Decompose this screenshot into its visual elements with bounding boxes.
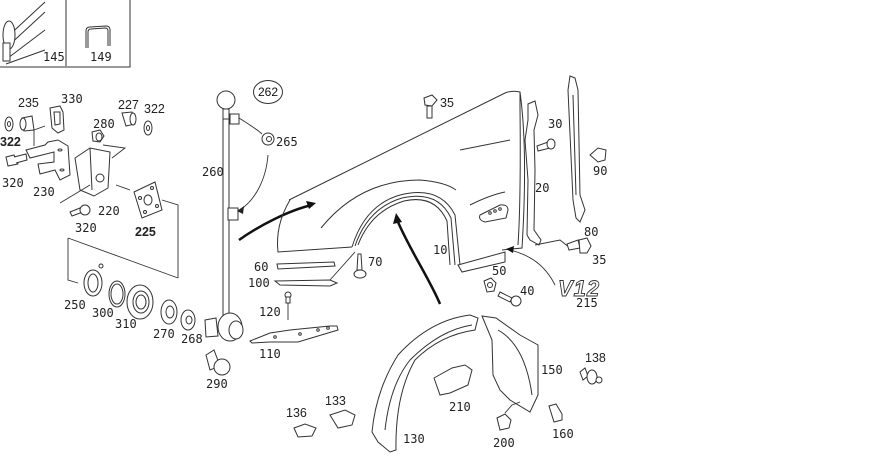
label-35-side: 35 [592,253,607,267]
part-40-bolt[interactable] [497,291,522,307]
part-30-bolt[interactable] [536,138,556,152]
label-260: 260 [202,165,224,179]
part-227-bushing[interactable] [121,111,137,127]
part-310-grommet[interactable] [126,284,154,320]
part-280-nut[interactable] [91,129,105,143]
part-150-wheel-arch-liner-rear[interactable] [481,315,539,413]
label-10: 10 [433,243,448,257]
label-60: 60 [254,260,269,274]
part-320-bolt-lower[interactable] [69,204,91,217]
part-220-hinge-block[interactable] [59,144,127,204]
label-300: 300 [92,306,114,320]
part-130-wheel-arch-liner-front[interactable] [371,314,479,453]
label-215: 215 [576,296,598,310]
label-150: 150 [541,363,563,377]
part-300-seal-ring[interactable] [108,280,126,308]
emblem-text: V12 [558,276,600,301]
part-265-bushing[interactable] [261,132,275,146]
label-90: 90 [593,164,608,178]
label-235: 235 [18,96,39,110]
label-265: 265 [276,135,298,149]
callout-262[interactable]: 262 [253,80,283,104]
part-100-molding[interactable] [273,251,356,287]
label-149: 149 [90,50,112,64]
arrow-rod-to-fender [238,203,313,242]
label-227: 227 [118,98,139,112]
label-270: 270 [153,327,175,341]
part-268-washer[interactable] [180,309,196,331]
part-20-bracket[interactable] [524,100,571,249]
inset-panel [0,0,131,68]
label-320-lower: 320 [75,221,97,235]
label-280: 280 [93,117,115,131]
label-225: 225 [135,225,156,239]
part-136-clip-nut[interactable] [293,423,317,438]
label-136: 136 [286,406,307,420]
label-322-right: 322 [144,102,165,116]
label-330: 330 [61,92,83,106]
part-320-bolt-upper[interactable] [5,153,28,167]
part-120-pin[interactable] [284,291,292,320]
part-260-hood-prop-rod[interactable] [204,90,244,342]
label-310: 310 [115,317,137,331]
label-250: 250 [64,298,86,312]
label-120: 120 [259,305,281,319]
label-35-top: 35 [440,96,454,110]
part-80-trim-strip[interactable] [567,75,586,223]
label-230: 230 [33,185,55,199]
part-60-molding[interactable] [276,261,336,270]
part-200-nut[interactable] [496,401,521,431]
label-50: 50 [492,264,507,278]
part-235-washer[interactable] [4,116,14,132]
part-225-plate[interactable] [67,181,179,284]
part-50-nut[interactable] [483,277,497,293]
label-70: 70 [368,255,383,269]
label-290: 290 [206,377,228,391]
part-290-push-pin[interactable] [205,349,231,376]
part-160-clip[interactable] [548,403,563,423]
arrow-liner-to-fender [396,221,442,305]
part-70-screw[interactable] [353,253,367,279]
label-320-upper: 320 [2,176,24,190]
part-145-seal-strip[interactable] [2,1,46,65]
part-138-push-rivet[interactable] [579,367,603,385]
part-322-washer-right[interactable] [143,120,153,136]
label-100: 100 [248,276,270,290]
part-210-liner-piece[interactable] [433,364,473,396]
label-220: 220 [98,204,120,218]
part-133-clip-nut[interactable] [329,409,356,429]
part-35-bolt-top[interactable] [423,94,438,119]
label-210: 210 [449,400,471,414]
label-145: 145 [43,50,65,64]
part-230-hinge-arm[interactable] [25,125,71,181]
label-133: 133 [325,394,346,408]
leader-262 [238,117,263,135]
label-200: 200 [493,436,515,450]
part-110-bracket-strip[interactable] [249,325,339,344]
label-130: 130 [403,432,425,446]
label-322-left: 322 [0,135,21,149]
arrow-head [237,206,244,214]
label-268: 268 [181,332,203,346]
part-250-clip-ring[interactable] [83,263,104,297]
part-149-staple-clip[interactable] [85,25,111,48]
label-80: 80 [584,225,599,239]
part-235-bushing[interactable] [19,115,35,132]
label-160: 160 [552,427,574,441]
label-40: 40 [520,284,535,298]
part-90-clip[interactable] [589,147,607,163]
arrow-emblem [509,249,556,286]
arrow-265-to-rod [239,154,269,211]
part-35-bolt-side[interactable] [566,237,592,254]
label-138: 138 [585,351,606,365]
part-330-bracket-clip[interactable] [49,105,65,134]
label-30: 30 [548,117,563,131]
part-215-v12-emblem[interactable]: V12 [558,276,600,302]
label-20: 20 [535,181,550,195]
part-10-front-fender[interactable] [277,90,526,273]
label-110: 110 [259,347,281,361]
part-270-retainer[interactable] [160,299,178,325]
